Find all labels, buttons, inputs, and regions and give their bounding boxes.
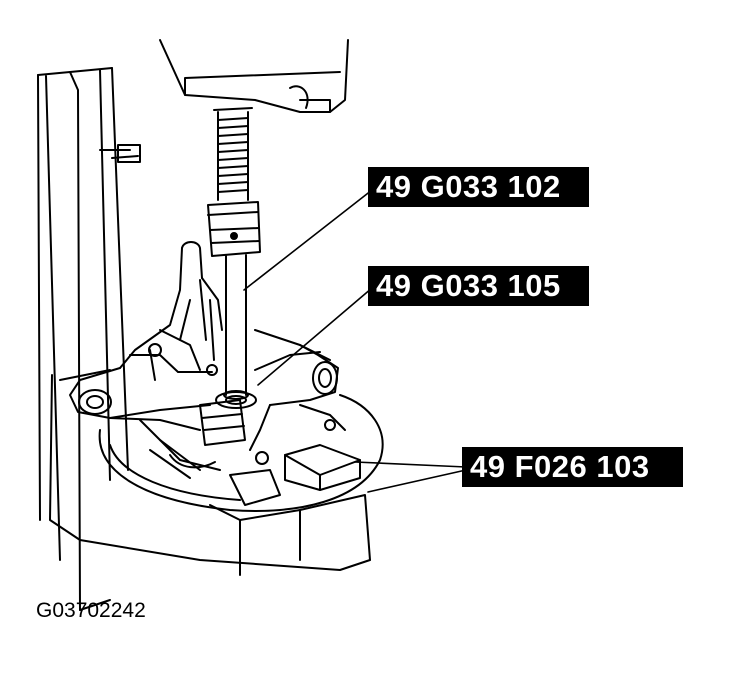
press-head bbox=[159, 39, 349, 113]
tool-adapter bbox=[207, 201, 261, 257]
support-plate bbox=[49, 369, 384, 571]
leader-line-lower-1 bbox=[354, 461, 467, 468]
callout-label-upper-tool: 49 G033 102 bbox=[368, 167, 589, 207]
press-shaft bbox=[223, 254, 249, 400]
leader-line-middle bbox=[257, 287, 373, 386]
press-screw bbox=[213, 107, 253, 201]
press-frame-column bbox=[37, 67, 141, 611]
callout-label-middle-tool: 49 G033 105 bbox=[368, 266, 589, 306]
leader-line-upper bbox=[243, 189, 373, 291]
figure-id: G03702242 bbox=[36, 599, 146, 622]
callout-leader-lines bbox=[243, 189, 467, 493]
callout-label-lower-tool: 49 F026 103 bbox=[462, 447, 683, 487]
leader-line-lower-2 bbox=[367, 469, 467, 493]
support-blocks bbox=[209, 444, 371, 576]
knuckle-housing bbox=[69, 241, 346, 465]
